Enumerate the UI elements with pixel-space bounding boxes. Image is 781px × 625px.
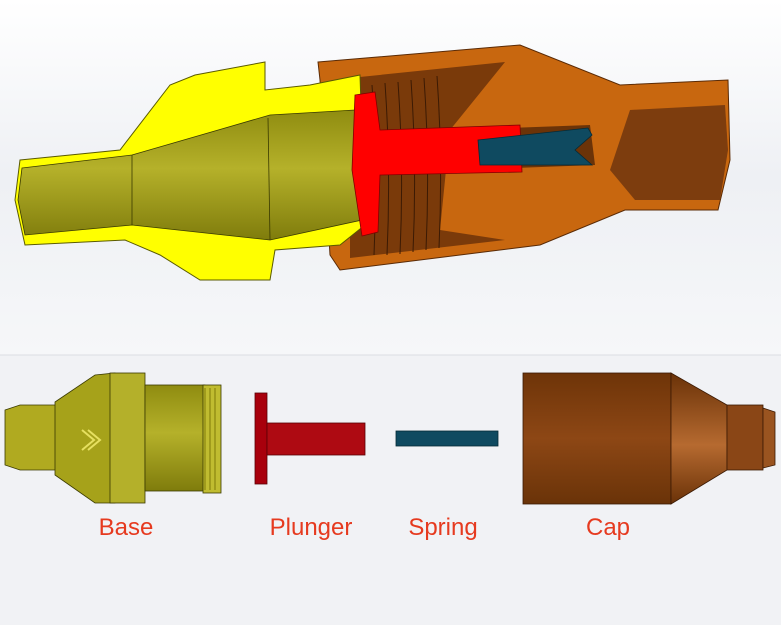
base-part bbox=[4, 372, 222, 504]
base-body bbox=[17, 109, 363, 241]
label-plunger: Plunger bbox=[269, 514, 353, 541]
exploded-view bbox=[4, 372, 776, 505]
cap-nozzle-bore bbox=[610, 105, 728, 200]
label-cap: Cap bbox=[585, 514, 631, 541]
label-spring: Spring bbox=[408, 514, 478, 541]
plunger-section bbox=[351, 91, 523, 237]
section-view bbox=[14, 44, 731, 281]
label-base: Base bbox=[98, 514, 154, 541]
cap-part bbox=[522, 372, 776, 505]
spring-part bbox=[395, 430, 499, 447]
plunger-part bbox=[254, 392, 366, 485]
base-edge bbox=[267, 117, 271, 241]
spring-section bbox=[477, 127, 594, 166]
